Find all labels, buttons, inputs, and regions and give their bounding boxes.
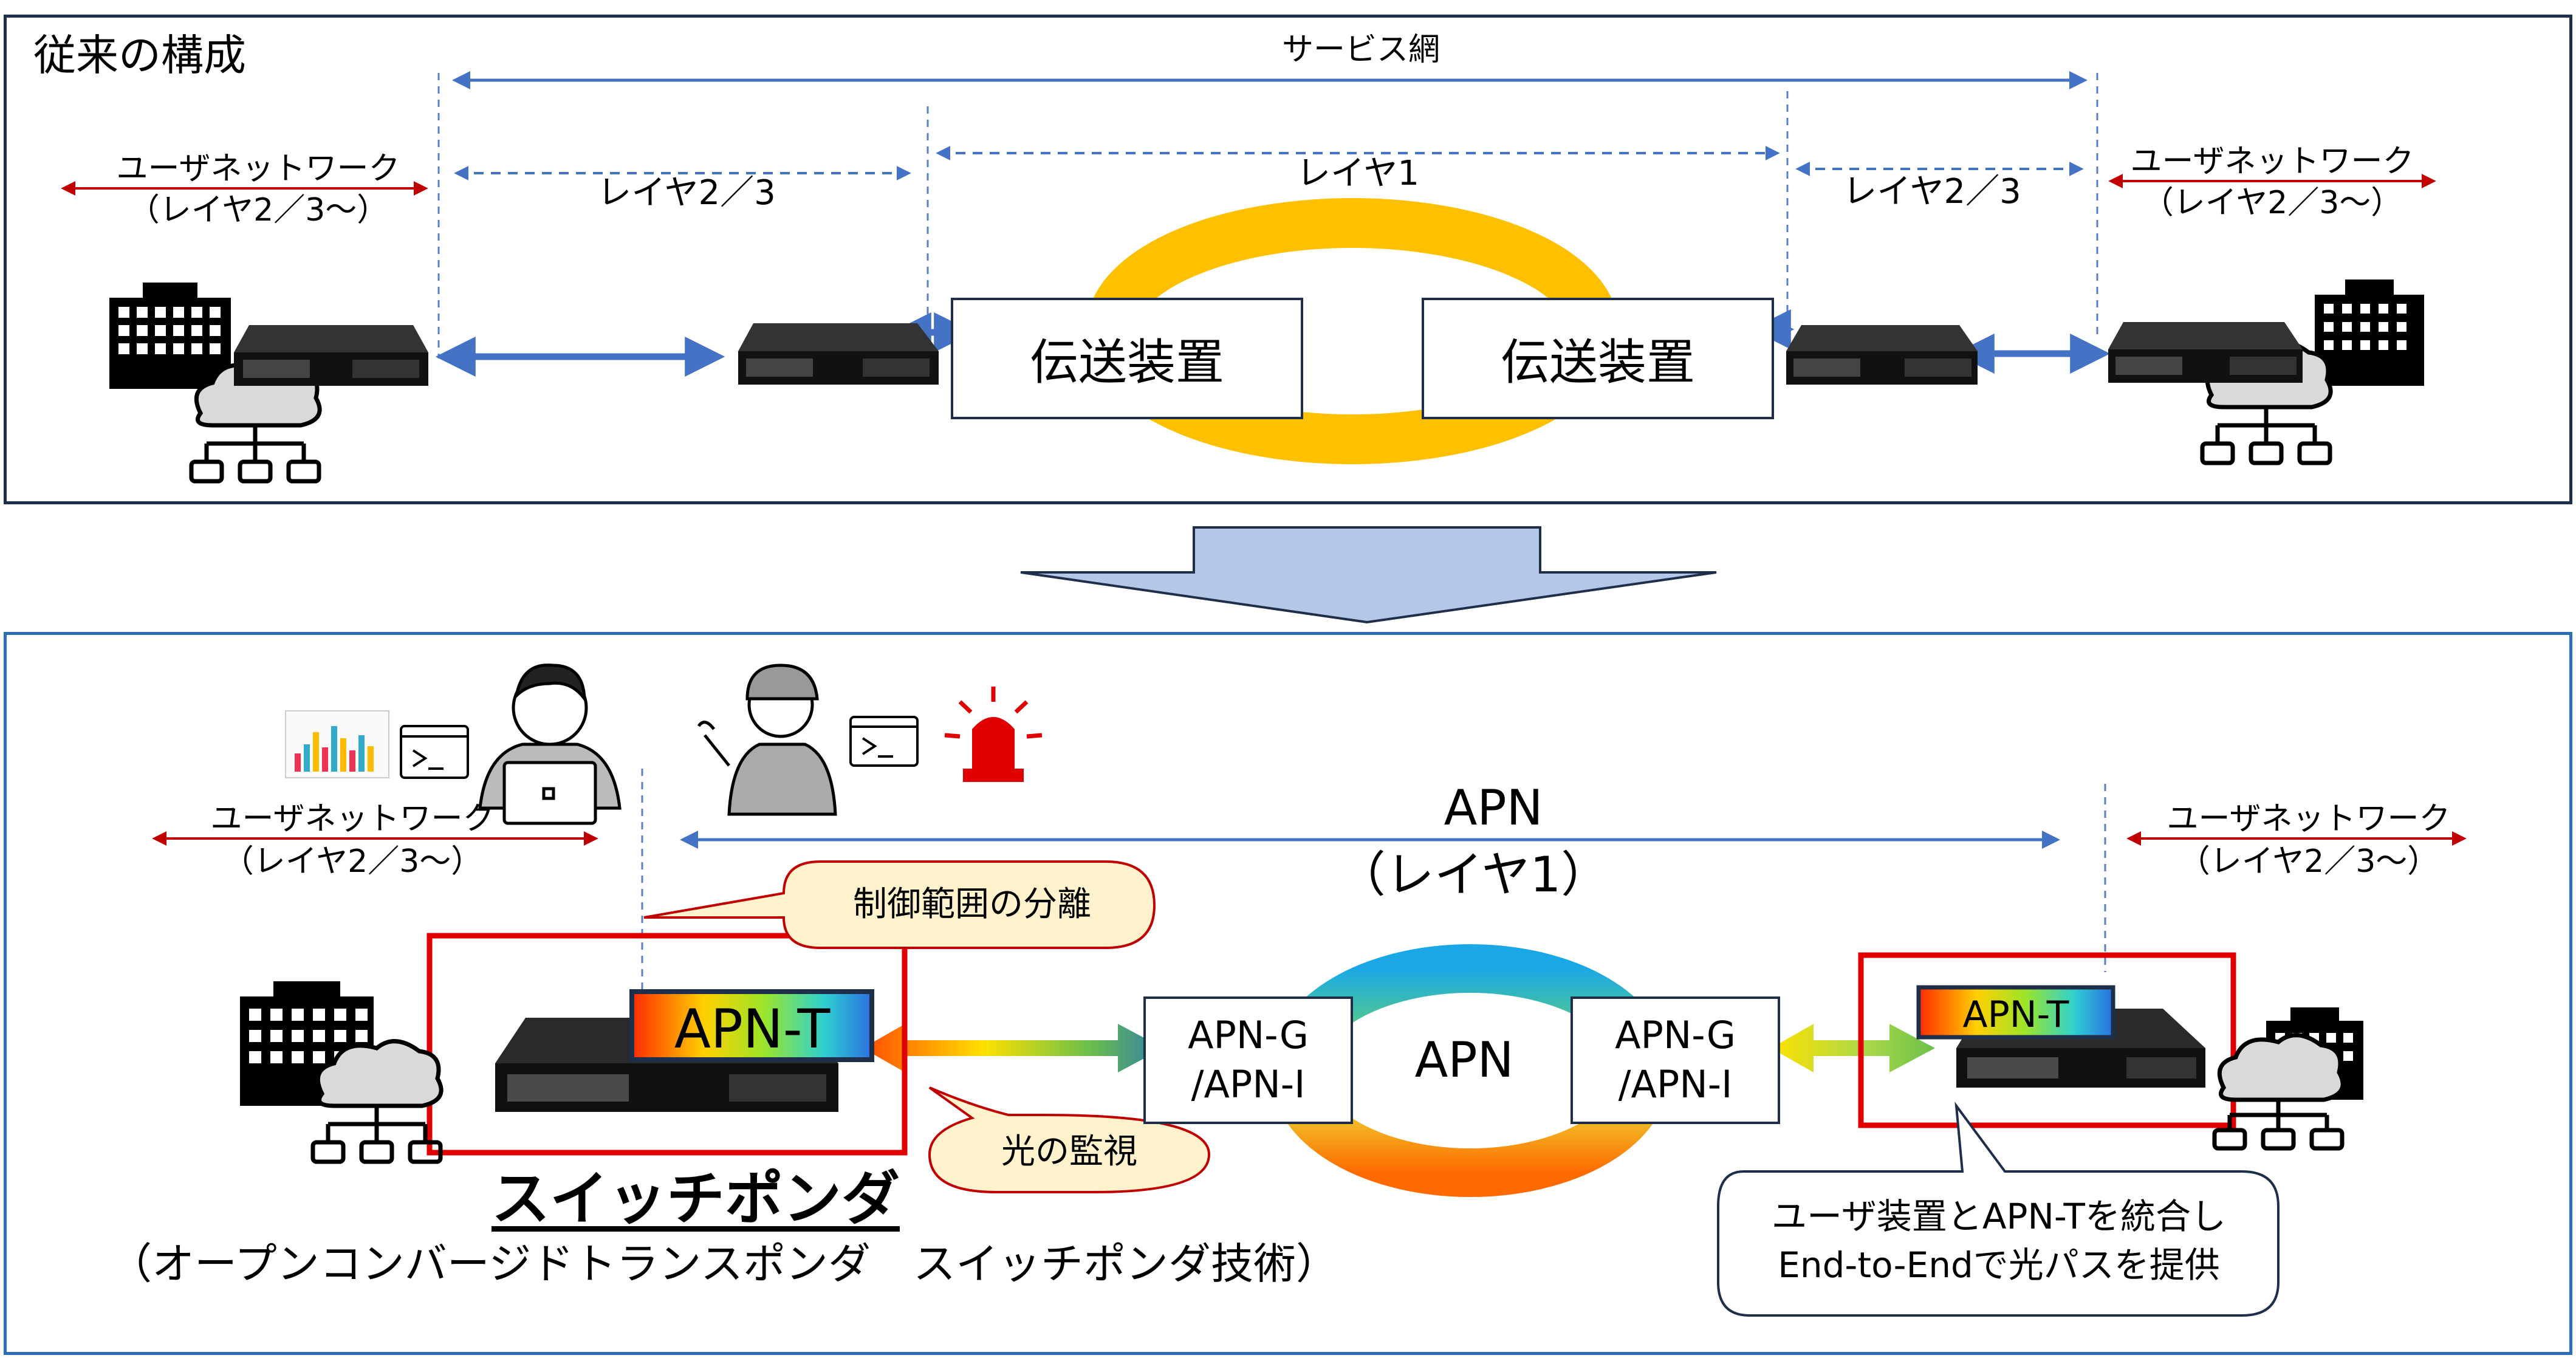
network-switch-icon — [234, 322, 2303, 1112]
callout-control — [643, 860, 1156, 949]
user-net-left-line2-b: （レイヤ2／3～） — [222, 843, 483, 880]
apn-g-left-line1: APN-G — [1188, 1013, 1309, 1058]
engineer-icon — [697, 664, 837, 816]
alarm-light-icon — [944, 687, 1043, 782]
callout-control-text: 制御範囲の分離 — [853, 885, 1091, 924]
layer1-label: レイヤ1 — [1297, 154, 1419, 193]
operator-laptop-icon — [478, 664, 622, 825]
light-beam-right — [1771, 1024, 1935, 1072]
layer23-left-label: レイヤ2／3 — [597, 173, 776, 213]
layer23-right-label: レイヤ2／3 — [1843, 172, 2021, 211]
user-net-right-line1-b: ユーザネットワーク — [2167, 801, 2451, 837]
apn-g-right-box: APN-G /APN-I — [1571, 996, 1780, 1124]
apn-g-right-line2: /APN-I — [1618, 1062, 1733, 1106]
apn-t-right-badge — [1916, 985, 2115, 1040]
apn-g-left-box: APN-G /APN-I — [1143, 996, 1353, 1124]
service-net-label: サービス網 — [1281, 32, 1440, 68]
apn-title: APN — [1444, 780, 1543, 836]
user-net-right-line1: ユーザネットワーク — [2130, 143, 2414, 180]
user-net-left-line2: （レイヤ2／3～） — [128, 192, 389, 228]
switchponder-title: スイッチポンダ — [492, 1165, 900, 1233]
callout-integrate-line1: ユーザ装置とAPN-Tを統合し — [1772, 1196, 2226, 1237]
apn-t-left-label: APN-T — [674, 998, 831, 1060]
transition-arrow — [1020, 526, 1717, 624]
light-beam-left — [863, 1024, 1163, 1072]
callout-light-text: 光の監視 — [1001, 1132, 1137, 1171]
user-net-left-line1: ユーザネットワーク — [116, 151, 400, 187]
apn-t-right-label: APN-T — [1962, 993, 2069, 1036]
apn-config-panel — [4, 632, 2572, 1355]
callout-light — [928, 1086, 1211, 1193]
transport-device-left: 伝送装置 — [951, 298, 1303, 419]
user-net-left-line1-b: ユーザネットワーク — [210, 801, 495, 837]
boundary-lines — [437, 73, 2098, 358]
switchponder-subtitle: （オープンコンバージドトランスポンダ スイッチポンダ技術） — [109, 1239, 1338, 1289]
terminal-icon — [400, 716, 919, 779]
switchponder-right-box — [1858, 952, 2236, 1128]
apn-g-right-line1: APN-G — [1615, 1013, 1736, 1058]
transport-device-right: 伝送装置 — [1422, 298, 1774, 419]
apn-center-label: APN — [1414, 1032, 1514, 1088]
chart-icon — [285, 710, 389, 778]
callout-integrate — [1717, 1102, 2280, 1317]
apn-g-left-line2: /APN-I — [1191, 1062, 1306, 1106]
callout-integrate-line2: End-to-Endで光パスを提供 — [1778, 1244, 2220, 1286]
apn-t-left-badge — [629, 989, 874, 1062]
switchponder-left-box — [426, 933, 908, 1156]
user-net-right-line2: （レイヤ2／3～） — [2142, 185, 2403, 221]
top-panel-title: 従来の構成 — [33, 30, 246, 80]
conventional-config-panel — [4, 15, 2572, 504]
apn-subtitle: （レイヤ1） — [1337, 846, 1610, 903]
user-net-right-line2-b: （レイヤ2／3～） — [2178, 843, 2439, 880]
